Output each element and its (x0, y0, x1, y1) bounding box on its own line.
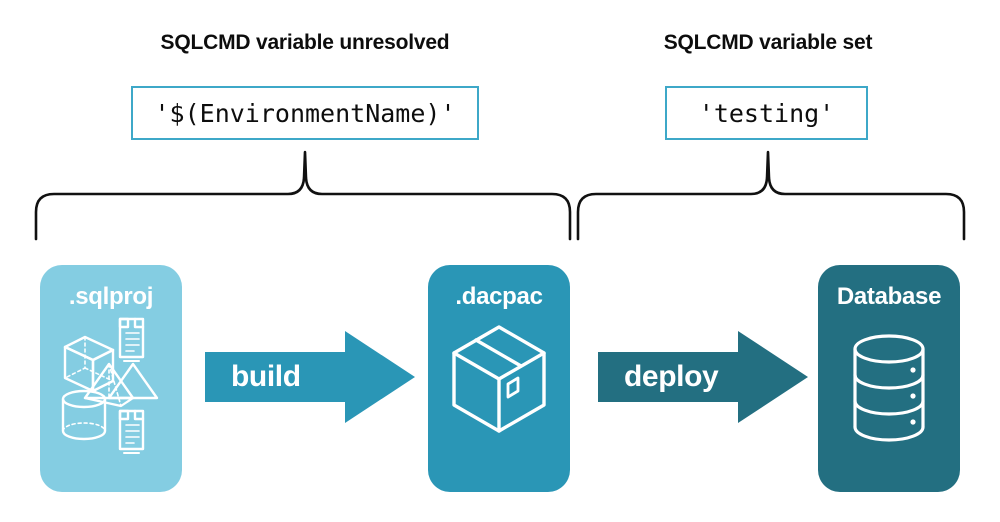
arrow-deploy: deploy (598, 331, 808, 423)
arrow-deploy-icon (598, 331, 808, 423)
database-cylinder-icon (853, 334, 925, 442)
artifact-sqlproj-label: .sqlproj (68, 283, 154, 310)
sqlcmd-value-set: 'testing' (665, 86, 868, 140)
section-heading-unresolved: SQLCMD variable unresolved (160, 31, 450, 54)
section-heading-set: SQLCMD variable set (663, 31, 873, 54)
database-icon-group (853, 334, 925, 442)
cylinder-icon (61, 389, 107, 441)
pyramid-icon (83, 362, 159, 408)
artifact-database-label: Database (836, 283, 942, 310)
scroll-icon (118, 409, 145, 454)
artifact-dacpac-label: .dacpac (455, 283, 543, 310)
brace-right-icon (576, 150, 966, 241)
sqlcmd-value-unresolved: '$(EnvironmentName)' (131, 86, 479, 140)
artifact-dacpac: .dacpac (428, 265, 570, 492)
scroll-icon (118, 317, 145, 362)
dacpac-icon-group (452, 325, 546, 433)
arrow-build-icon (205, 331, 415, 423)
brace-left-icon (34, 150, 572, 241)
arrow-build: build (205, 331, 415, 423)
artifact-database: Database (818, 265, 960, 492)
sqlproj-icon-group (61, 317, 159, 454)
cube-icon (63, 335, 115, 393)
package-box-icon (452, 325, 546, 433)
artifact-sqlproj: .sqlproj (40, 265, 182, 492)
